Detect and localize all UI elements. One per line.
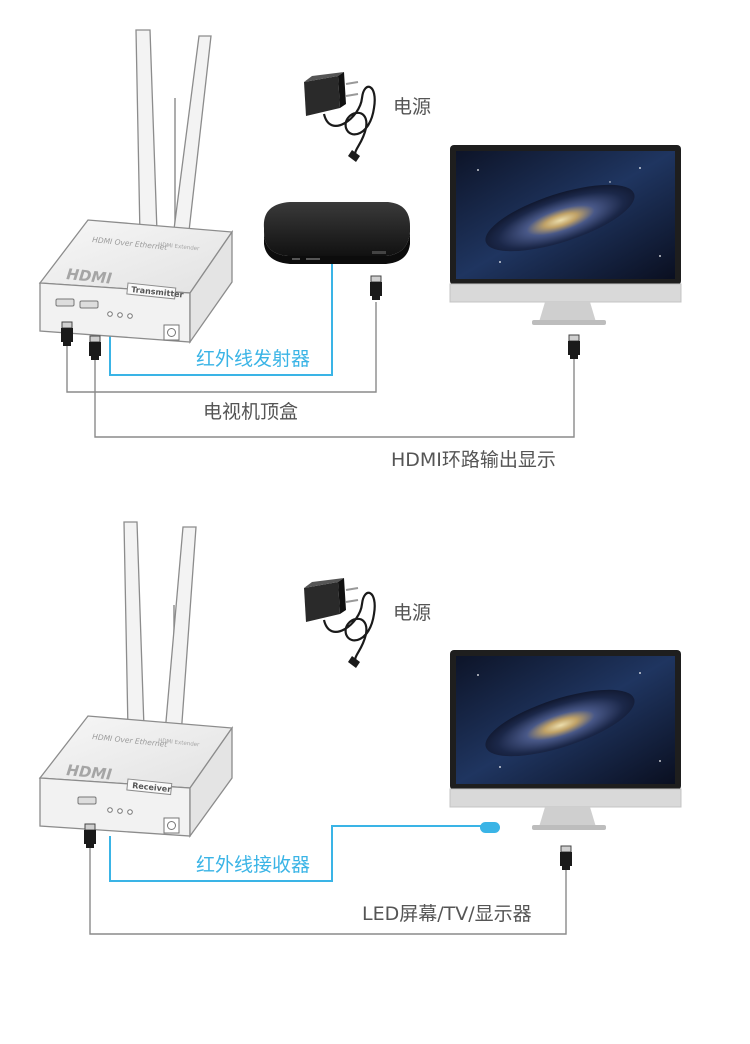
hdmi-plug-icon bbox=[369, 275, 383, 301]
display-cable bbox=[89, 848, 567, 935]
power-jack bbox=[163, 817, 180, 834]
device-small-text: HDMI Extender bbox=[158, 738, 201, 748]
device-small-text: HDMI Extender bbox=[158, 242, 201, 252]
loop-output-label: HDMI环路输出显示 bbox=[391, 449, 556, 471]
loop-cable bbox=[94, 358, 575, 438]
hdmi-plug-icon bbox=[60, 321, 74, 347]
power-jack bbox=[163, 324, 180, 341]
power-label: 电源 bbox=[393, 96, 431, 118]
ir-receiver-head bbox=[480, 822, 500, 833]
display-label: LED屏幕/TV/显示器 bbox=[362, 903, 532, 925]
antenna-icon bbox=[123, 521, 197, 737]
hdmi-port bbox=[55, 298, 75, 307]
transmitter-device: HDMI Over Ethernet HDMI Extender HDMI Tr… bbox=[38, 219, 234, 345]
receiver-device: HDMI Over Ethernet HDMI Extender HDMI Re… bbox=[38, 715, 234, 839]
ir-receiver-cable bbox=[109, 825, 484, 882]
settop-label: 电视机顶盒 bbox=[203, 401, 298, 423]
ir-emitter-label: 红外线发射器 bbox=[196, 348, 310, 370]
hdmi-plug-icon bbox=[559, 845, 573, 871]
ir-receiver-label: 红外线接收器 bbox=[196, 854, 310, 876]
bottom-diagram: HDMI Over Ethernet HDMI Extender HDMI Re… bbox=[38, 521, 682, 935]
device-brand: HDMI bbox=[66, 265, 114, 288]
device-brand: HDMI bbox=[66, 761, 114, 784]
hdmi-plug-icon bbox=[567, 334, 581, 360]
device-tag: Receiver bbox=[132, 781, 172, 794]
hdmi-port bbox=[77, 796, 97, 805]
hdmi-plug-icon bbox=[83, 823, 97, 849]
settop-cable bbox=[66, 302, 377, 393]
hdmi-plug-icon bbox=[88, 335, 102, 361]
hdmi-port bbox=[79, 300, 99, 309]
monitor-icon bbox=[449, 145, 682, 325]
power-label: 电源 bbox=[393, 602, 431, 624]
power-adapter-icon bbox=[304, 72, 376, 162]
set-top-box-icon bbox=[263, 202, 410, 264]
power-adapter-icon bbox=[304, 578, 376, 668]
antenna-icon bbox=[135, 29, 212, 241]
monitor-icon bbox=[449, 650, 682, 830]
top-diagram: HDMI Over Ethernet HDMI Extender HDMI Tr… bbox=[38, 29, 682, 471]
